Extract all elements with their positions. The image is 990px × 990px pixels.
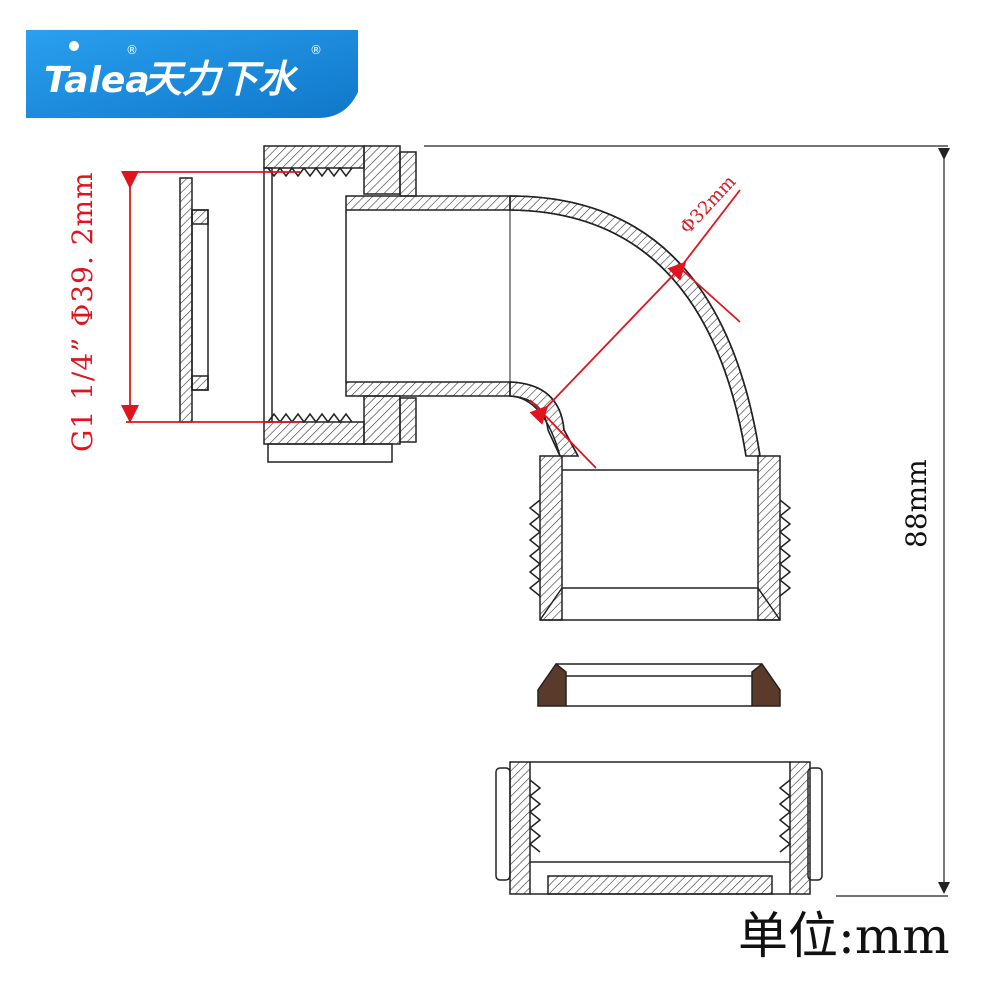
left-union-nut [263,145,417,463]
logo-background [26,30,358,118]
brand-logo: Talea 天力下水 ® ® [26,30,358,118]
water-drop-icon [69,41,79,51]
bottom-union-nut [495,761,823,895]
unit-label: 单位:mm [738,907,950,965]
logo-brand-latin: Talea [44,60,150,101]
height-label: 88mm [900,459,933,548]
thread-spec-label: G1 1/4” Φ39. 2mm [66,171,99,452]
bore-dimension [529,189,741,469]
registered-mark-2: ® [310,43,322,57]
left-gasket [179,177,209,423]
thread-dimension [121,171,300,423]
male-thread-section [528,455,792,621]
seal-ring [537,662,781,707]
logo-brand-cn: 天力下水 [144,57,299,101]
height-dimension [424,145,950,897]
registered-mark: ® [126,43,138,57]
